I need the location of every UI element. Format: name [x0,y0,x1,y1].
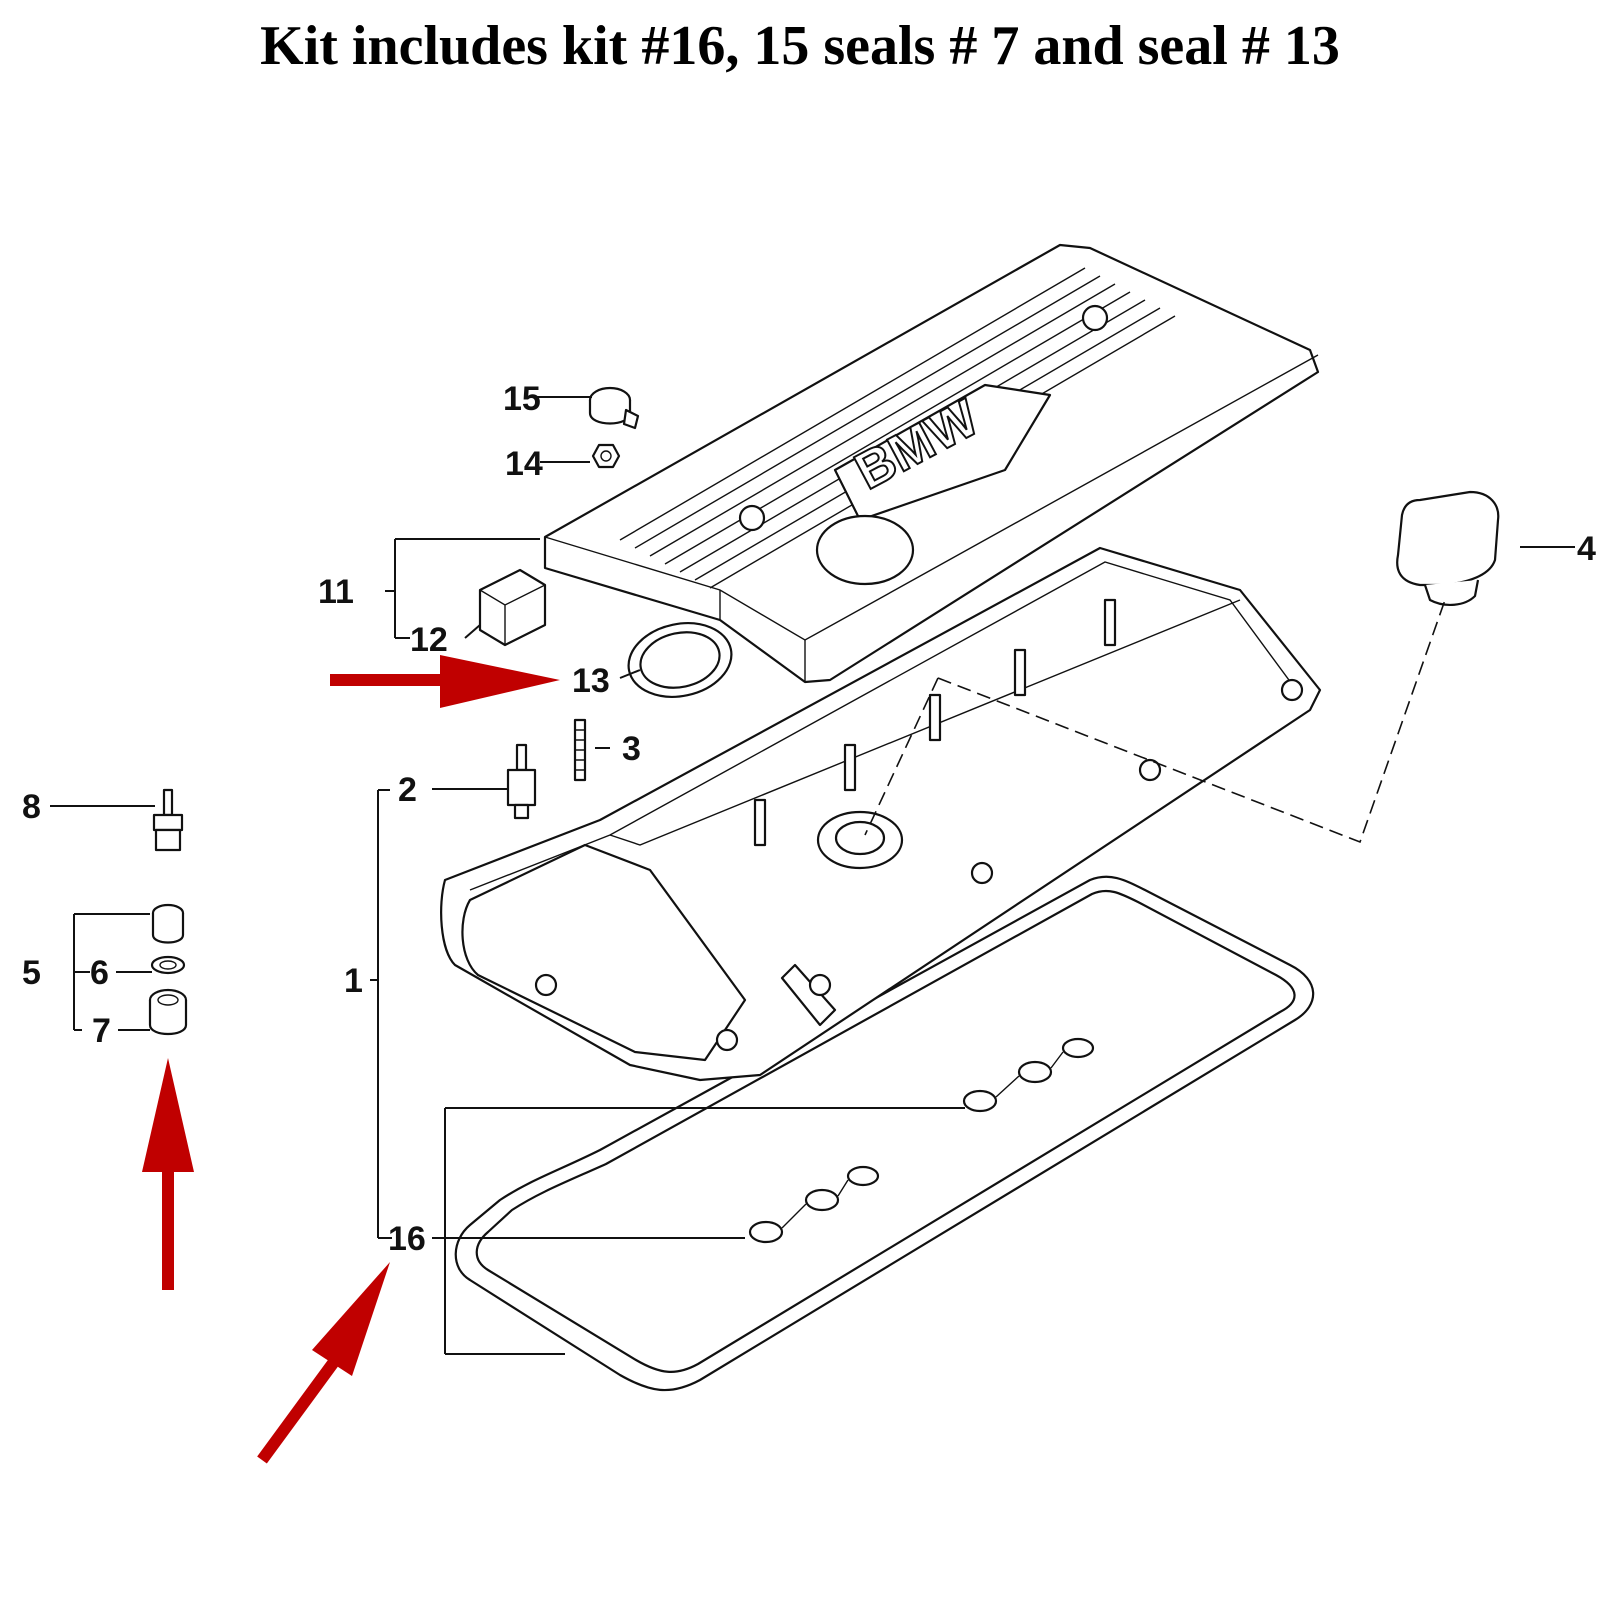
washer-6 [150,955,186,975]
callout-13: 13 [572,662,610,700]
callout-15: 15 [503,380,541,418]
callout-7: 7 [92,1012,111,1050]
page-title: Kit includes kit #16, 15 seals # 7 and s… [260,15,1340,77]
bolt-8 [152,788,184,852]
arrow-to-7 [142,1058,194,1290]
mounting-bosses [534,678,1304,1052]
callout-labels: 1 2 3 4 5 6 7 8 11 12 13 14 15 16 [22,380,1596,1258]
callout-5: 5 [22,954,41,992]
callout-8: 8 [22,788,41,826]
callout-3: 3 [622,730,641,768]
callout-11: 11 [318,573,354,611]
cover-studs [753,598,1117,847]
engine-cover-11: BMW [543,243,1320,684]
engine-cover-filler-opening [815,514,915,586]
stud-3 [573,718,587,782]
callout-1: 1 [344,962,363,1000]
leader-lines [50,396,1575,1355]
highlight-arrows [142,655,560,1464]
oil-filler-cap-4 [1396,490,1500,606]
callout-4: 4 [1577,530,1596,568]
arrow-to-16 [257,1262,390,1464]
spark-plug-seal-set-upper [962,1037,1095,1113]
callout-2: 2 [398,771,417,809]
nut-14 [591,443,621,469]
spark-plug-seal-set-lower [748,1165,880,1244]
bolt-5 [151,903,185,944]
valve-cover-gasket-16 [454,875,1315,1392]
spacer-stud-2 [506,743,537,820]
cap-15 [588,386,640,430]
valve-cover-1 [440,546,1322,1082]
callout-6: 6 [90,954,109,992]
callout-16: 16 [388,1220,426,1258]
arrow-to-13 [330,655,560,708]
callout-14: 14 [505,445,543,483]
rubber-mount-12 [478,568,547,647]
callout-12: 12 [410,621,448,659]
seal-13 [627,622,733,698]
seal-7 [148,988,188,1036]
